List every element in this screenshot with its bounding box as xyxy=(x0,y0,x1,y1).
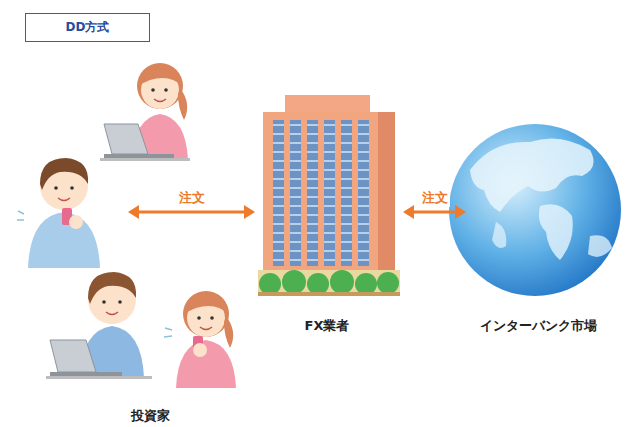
edge-label: 注文 xyxy=(420,189,450,207)
order-arrow xyxy=(128,205,255,219)
investor-figure xyxy=(46,272,152,379)
node-label: インターバンク市場 xyxy=(480,317,597,335)
building xyxy=(258,95,400,296)
order-arrow xyxy=(403,205,466,219)
title-box: DD方式 xyxy=(25,13,150,42)
node-region: 投資家 xyxy=(20,55,128,423)
node-region: インターバンク市場 xyxy=(466,120,606,340)
investor-figure xyxy=(164,291,236,388)
investor-figure xyxy=(100,63,190,161)
node-region: FX業者 xyxy=(255,95,403,340)
node-label: 投資家 xyxy=(131,407,170,425)
globe xyxy=(449,124,621,296)
investor-figure xyxy=(17,158,100,268)
node-label: FX業者 xyxy=(305,317,350,335)
edge-label: 注文 xyxy=(177,189,207,207)
